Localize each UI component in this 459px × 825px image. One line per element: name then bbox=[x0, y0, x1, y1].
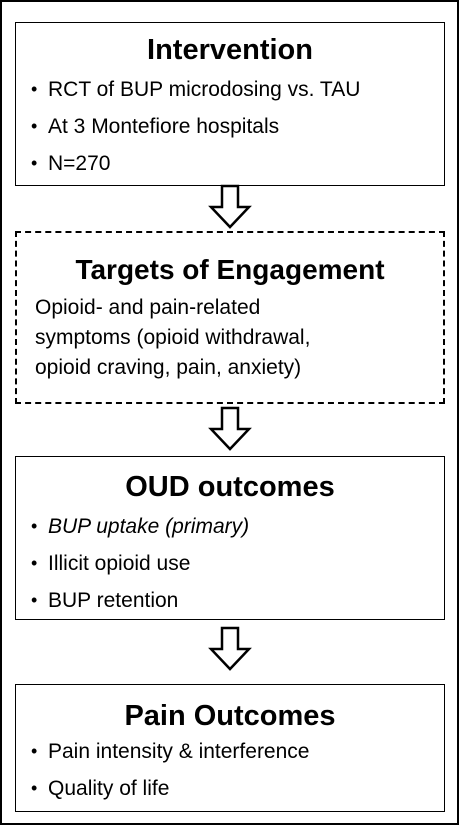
targets-line: symptoms (opioid withdrawal, bbox=[35, 326, 311, 349]
targets-title: Targets of Engagement bbox=[75, 254, 385, 285]
list-item-text: Pain intensity & interference bbox=[48, 740, 310, 763]
oud-outcomes-list: • BUP uptake (primary) • Illicit opioid us… bbox=[16, 508, 444, 619]
intervention-box: Intervention • RCT of BUP microdosing vs.… bbox=[15, 22, 445, 186]
list-item-text: Quality of life bbox=[48, 777, 170, 800]
targets-box: Targets of Engagement Opioid- and pain-r… bbox=[15, 231, 445, 404]
targets-line: opioid craving, pain, anxiety) bbox=[35, 356, 302, 379]
list-item-text: RCT of BUP microdosing vs. TAU bbox=[48, 78, 361, 101]
list-item: • RCT of BUP microdosing vs. TAU bbox=[16, 71, 444, 108]
oud-outcomes-box: OUD outcomes • BUP uptake (primary) • Illi… bbox=[15, 456, 445, 620]
bullet-icon: • bbox=[31, 153, 38, 173]
list-item-text: BUP uptake (primary) bbox=[48, 515, 250, 538]
pain-outcomes-title: Pain Outcomes bbox=[124, 700, 336, 732]
pain-outcomes-box: Pain Outcomes • Pain intensity & interfer… bbox=[15, 684, 445, 812]
bullet-icon: • bbox=[31, 116, 38, 136]
bullet-icon: • bbox=[31, 741, 38, 761]
list-item-text: N=270 bbox=[48, 152, 111, 175]
bullet-icon: • bbox=[31, 553, 38, 573]
list-item: • Quality of life bbox=[16, 770, 444, 807]
list-item-text: Illicit opioid use bbox=[48, 552, 191, 575]
down-arrow-icon bbox=[208, 626, 252, 671]
list-item: • BUP uptake (primary) bbox=[16, 508, 444, 545]
down-arrow-icon bbox=[208, 406, 252, 451]
intervention-list: • RCT of BUP microdosing vs. TAU • At 3 Mo… bbox=[16, 71, 444, 182]
list-item: • BUP retention bbox=[16, 582, 444, 619]
down-arrow-icon bbox=[208, 184, 252, 229]
list-item: • At 3 Montefiore hospitals bbox=[16, 108, 444, 145]
bullet-icon: • bbox=[31, 778, 38, 798]
targets-line: Opioid- and pain-related bbox=[35, 296, 261, 319]
pain-outcomes-list: • Pain intensity & interference • Quality … bbox=[16, 733, 444, 807]
bullet-icon: • bbox=[31, 516, 38, 536]
list-item: • Illicit opioid use bbox=[16, 545, 444, 582]
bullet-icon: • bbox=[31, 590, 38, 610]
list-item: • N=270 bbox=[16, 145, 444, 182]
intervention-title: Intervention bbox=[147, 34, 313, 66]
list-item-text: At 3 Montefiore hospitals bbox=[48, 115, 280, 138]
list-item: • Pain intensity & interference bbox=[16, 733, 444, 770]
oud-outcomes-title: OUD outcomes bbox=[125, 471, 335, 503]
bullet-icon: • bbox=[31, 79, 38, 99]
list-item-text: BUP retention bbox=[48, 589, 179, 612]
